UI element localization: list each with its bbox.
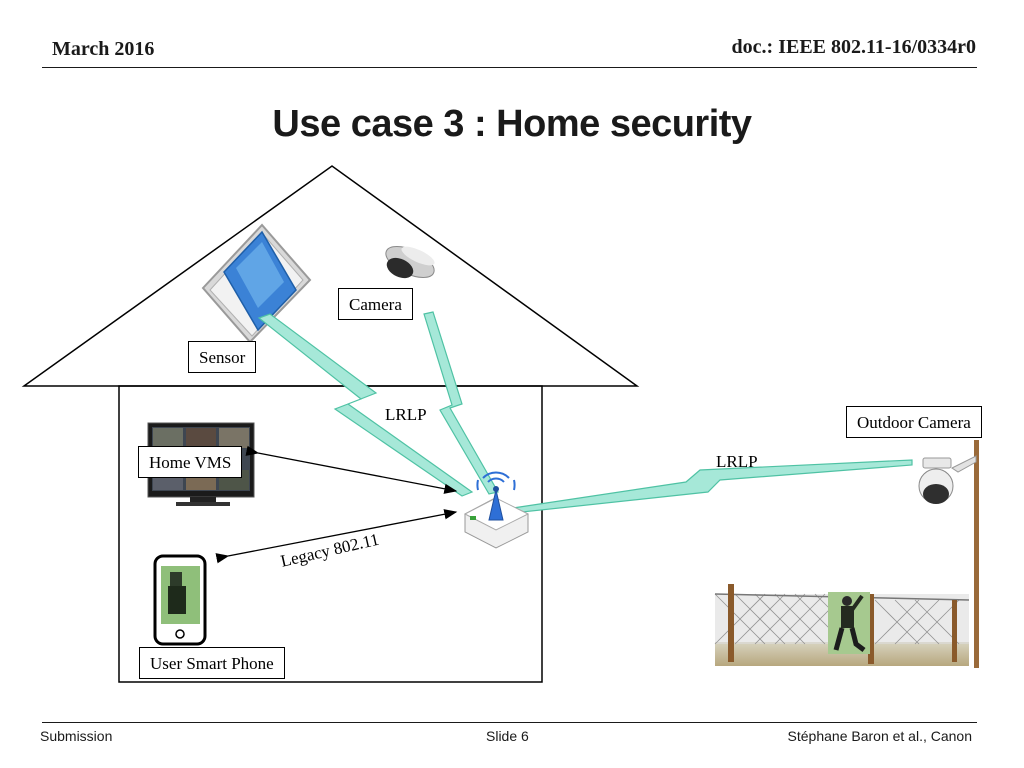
- camera-device-icon: [385, 246, 435, 279]
- outdoor-camera-label: Outdoor Camera: [846, 406, 982, 438]
- fence-intruder-icon: [714, 584, 970, 666]
- house: [21, 165, 640, 683]
- header-doc-id: doc.: IEEE 802.11-16/0334r0: [731, 36, 976, 58]
- slide-title: Use case 3 : Home security: [272, 103, 752, 145]
- camera-label: Camera: [338, 288, 413, 320]
- user-smart-phone-label: User Smart Phone: [139, 647, 285, 679]
- sensor-label: Sensor: [188, 341, 257, 373]
- home-vms-label: Home VMS: [138, 446, 243, 478]
- footer-author: Stéphane Baron et al., Canon: [787, 728, 972, 744]
- access-point-icon: [463, 471, 530, 549]
- lrlp-outdoor-label: LRLP: [716, 452, 758, 471]
- lrlp-link-camera: [423, 311, 499, 495]
- header-rule: [42, 67, 977, 68]
- footer-rule: [42, 722, 977, 723]
- outdoor-camera-device-icon: [918, 440, 979, 668]
- sensor-device-icon: [201, 223, 312, 344]
- house-body: [118, 385, 543, 683]
- vms-link-arrow: [245, 445, 458, 494]
- smartphone-icon: [153, 554, 207, 646]
- house-roof: [21, 165, 640, 387]
- header-date: March 2016: [52, 38, 155, 60]
- legacy-link-arrow: [215, 509, 458, 564]
- footer-slide-number: Slide 6: [486, 728, 529, 744]
- lrlp-link-sensor: [257, 313, 474, 497]
- lrlp-link-outdoor: [512, 459, 913, 514]
- lrlp-indoor-label: LRLP: [385, 405, 427, 424]
- footer-submission: Submission: [40, 728, 113, 744]
